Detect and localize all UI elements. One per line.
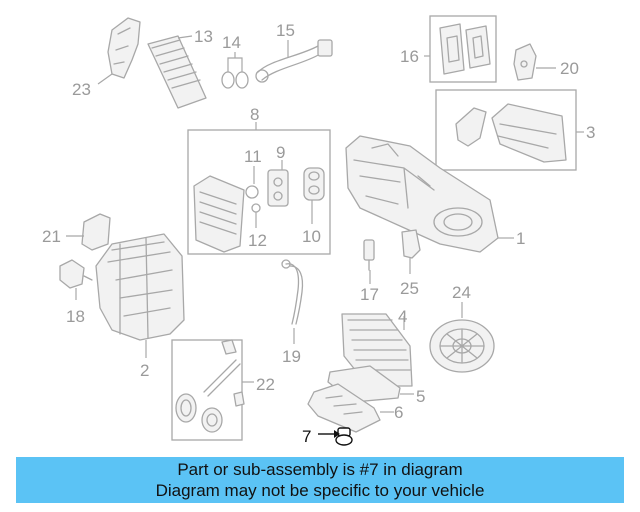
part-13-filter bbox=[147, 35, 207, 109]
label-8: 8 bbox=[250, 105, 259, 124]
part-2-housing bbox=[95, 233, 185, 358]
label-3: 3 bbox=[586, 123, 595, 142]
banner-line-1: Part or sub-assembly is #7 in diagram bbox=[177, 460, 463, 479]
part-8-box bbox=[187, 129, 331, 255]
label-16: 16 bbox=[400, 47, 419, 66]
label-4: 4 bbox=[398, 307, 407, 326]
part-10-sensor bbox=[303, 167, 325, 224]
part-15-pipes bbox=[255, 39, 333, 83]
info-banner: Part or sub-assembly is #7 in diagram Di… bbox=[16, 457, 624, 503]
label-15: 15 bbox=[276, 21, 295, 40]
part-16-seals bbox=[439, 23, 491, 75]
part-24-blower bbox=[429, 302, 495, 373]
part-22-box bbox=[171, 339, 243, 441]
label-25: 25 bbox=[400, 279, 419, 298]
part-23-bracket bbox=[97, 17, 141, 85]
label-19: 19 bbox=[282, 347, 301, 366]
label-20: 20 bbox=[560, 59, 579, 78]
label-9: 9 bbox=[276, 143, 285, 162]
label-6: 6 bbox=[394, 403, 403, 422]
part-8-evaporator bbox=[193, 166, 261, 253]
part-21-module bbox=[66, 213, 111, 251]
part-3-box bbox=[435, 89, 577, 171]
label-2: 2 bbox=[140, 361, 149, 380]
part-18-actuator bbox=[59, 259, 93, 300]
label-18: 18 bbox=[66, 307, 85, 326]
label-22: 22 bbox=[256, 375, 275, 394]
part-6-tray bbox=[307, 383, 394, 433]
part-7-fastener bbox=[318, 427, 353, 446]
label-5: 5 bbox=[416, 387, 425, 406]
part-16-box bbox=[429, 15, 497, 83]
label-12: 12 bbox=[248, 231, 267, 250]
label-1: 1 bbox=[516, 229, 525, 248]
part-3-cover bbox=[455, 103, 567, 163]
part-20-clip bbox=[513, 43, 556, 81]
part-22-doors bbox=[175, 339, 245, 433]
label-23: 23 bbox=[72, 80, 91, 99]
banner-line-2: Diagram may not be specific to your vehi… bbox=[155, 481, 485, 500]
label-21: 21 bbox=[42, 227, 61, 246]
part-19-hose bbox=[281, 259, 304, 344]
label-7: 7 bbox=[302, 427, 311, 446]
part-1-housing bbox=[345, 135, 514, 253]
part-14-orings bbox=[221, 52, 249, 89]
label-14: 14 bbox=[222, 33, 241, 52]
part-17-pin bbox=[363, 239, 375, 284]
part-9-valve bbox=[267, 160, 289, 207]
exploded-parts-diagram: 23 13 14 15 16 20 bbox=[42, 15, 595, 446]
label-17: 17 bbox=[360, 285, 379, 304]
label-10: 10 bbox=[302, 227, 321, 246]
label-11: 11 bbox=[244, 147, 262, 166]
part-25-resistor bbox=[401, 229, 421, 274]
label-24: 24 bbox=[452, 283, 471, 302]
label-13: 13 bbox=[194, 27, 213, 46]
